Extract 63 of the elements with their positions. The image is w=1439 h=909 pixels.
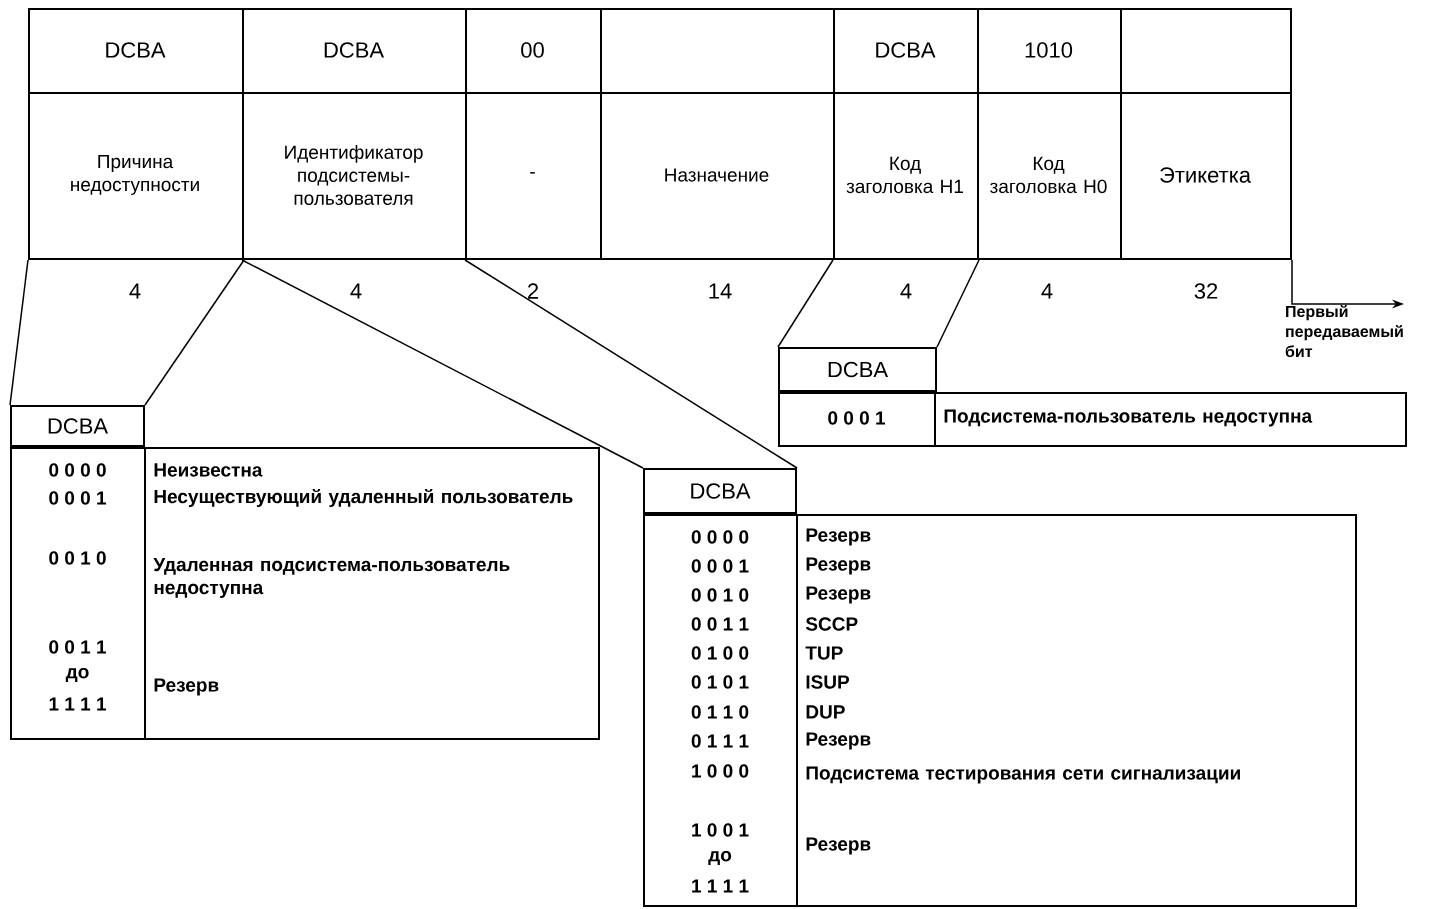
code-value: 0 0 0 0 (49, 463, 106, 477)
description-text: Резерв (154, 678, 219, 696)
description-text: DUP (806, 705, 845, 719)
column-header: DCBA (643, 468, 797, 514)
code-value: 0 0 1 0 (691, 588, 749, 602)
column-header: DCBA (10, 405, 145, 447)
code-value: 1 1 1 1 (692, 879, 749, 893)
field-name: Код заголовка H0 (990, 156, 1107, 194)
description-text: ISUP (806, 675, 850, 689)
column-header: DCBA (778, 347, 937, 392)
code-value: до (708, 851, 732, 865)
fan-line (144, 259, 245, 406)
bit-count: 14 (709, 283, 732, 299)
field-value: DCBA (106, 42, 166, 58)
code-value: 0 0 0 0 (691, 530, 749, 544)
fan-line (936, 259, 980, 348)
bit-count: 4 (900, 283, 912, 299)
description-text: Резерв (806, 586, 871, 604)
field-name: - (530, 172, 535, 174)
description-text: Резерв (806, 557, 871, 575)
bit-count: 4 (129, 283, 141, 299)
fan-line (241, 259, 644, 469)
code-value: 0 1 0 0 (691, 646, 749, 660)
description-text: Резерв (806, 732, 871, 750)
description-text: Резерв (806, 528, 871, 546)
bit-count: 4 (1041, 283, 1053, 299)
bit-count: 32 (1194, 283, 1218, 299)
code-value: 0 0 0 1 (828, 411, 885, 425)
description-text: Удаленная подсистема-пользователь недоступна (153, 558, 510, 598)
code-value: 0 1 1 0 (691, 705, 749, 719)
bit-count: 2 (528, 283, 539, 299)
code-value: 0 0 1 1 (691, 617, 749, 631)
field-name: Код заголовка H1 (846, 156, 963, 194)
code-value: 0 1 1 1 (691, 734, 749, 748)
description-text: Резерв (806, 837, 871, 855)
field-value: DCBA (876, 42, 936, 58)
code-value: 0 0 0 1 (49, 491, 106, 505)
field-name: Этикетка (1160, 167, 1251, 183)
description-text: SCCP (805, 617, 858, 631)
description-text: Подсистема тестирования сети сигнализации (806, 766, 1240, 784)
description-text: TUP (805, 646, 843, 660)
fan-line (777, 259, 834, 348)
code-value: 0 0 1 0 (49, 551, 106, 565)
code-value: 0 1 0 1 (691, 675, 749, 689)
description-text: Несуществующий удаленный пользователь (154, 488, 573, 508)
code-value: 1 0 0 0 (692, 764, 749, 778)
code-value: 0 0 1 1 (49, 640, 106, 654)
fan-line (464, 259, 798, 469)
description-text: Подсистема-пользователь недоступна (944, 409, 1313, 427)
field-name: Назначение (665, 168, 769, 182)
bit-count: 4 (350, 283, 362, 299)
field-name: Идентификатор подсистемы-пользователя (285, 145, 423, 205)
code-value: 0 0 0 1 (691, 559, 749, 573)
field-value: 00 (521, 42, 544, 58)
note-text: Первый передаваемый бит (1285, 305, 1403, 358)
code-value: 1 1 1 1 (49, 697, 106, 711)
code-value: до (65, 668, 89, 682)
field-value: 1010 (1025, 42, 1073, 58)
code-value: 1 0 0 1 (692, 823, 749, 837)
fan-line (9, 259, 29, 406)
field-value: DCBA (324, 42, 384, 58)
field-name: Причина недоступности (71, 155, 199, 195)
description-text: Неизвестна (154, 463, 263, 477)
